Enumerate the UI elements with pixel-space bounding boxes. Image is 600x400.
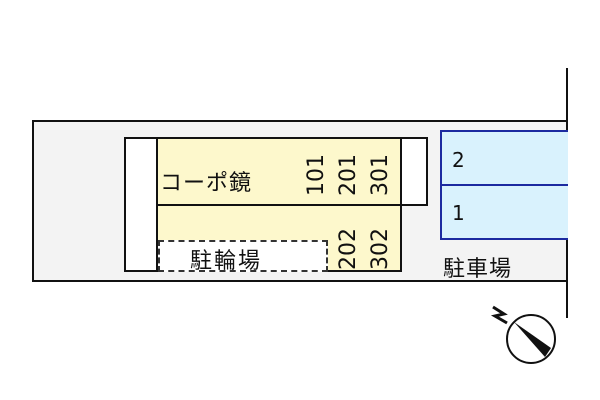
north-letter-icon [490, 302, 514, 326]
parking-label: 駐車場 [443, 257, 513, 282]
room-label: 202 [336, 228, 361, 270]
room-label: 101 [304, 154, 329, 196]
parking-space-number: 1 [452, 201, 465, 225]
room-label: 201 [336, 154, 361, 196]
building-name: コーポ鏡 [160, 171, 253, 196]
parking-divider [440, 184, 568, 186]
building-divider [156, 204, 402, 206]
north-arrow-icon [505, 313, 557, 365]
parking-space-number: 2 [452, 148, 465, 172]
bicycle-parking-label: 駐輪場 [190, 249, 263, 274]
bicycle-parking-area [158, 240, 328, 272]
building-right-wing [400, 137, 428, 206]
room-label: 301 [368, 154, 393, 196]
room-label: 302 [368, 228, 393, 270]
building-left-wing [124, 137, 158, 272]
